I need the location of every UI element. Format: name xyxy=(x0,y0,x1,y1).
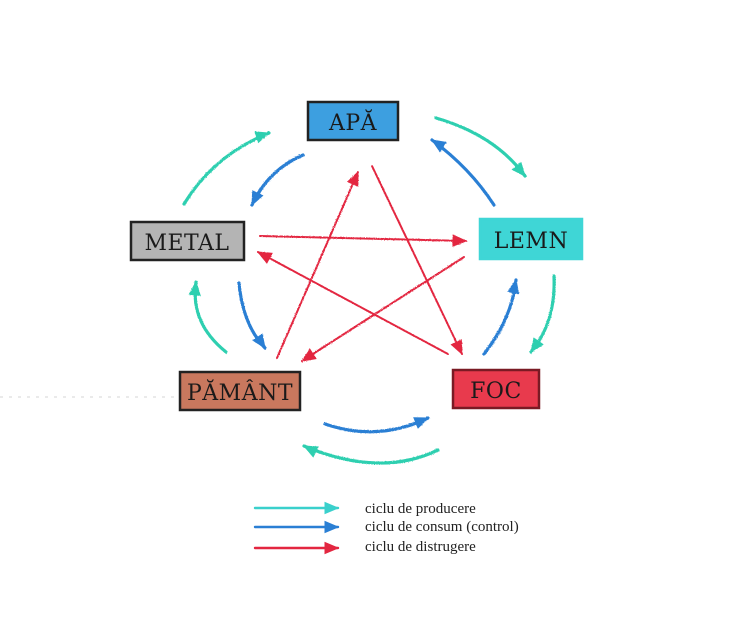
arrow-foc-to-metal-head xyxy=(256,251,273,264)
pamant-label: PĂMÂNT xyxy=(187,379,293,406)
apa-box xyxy=(306,100,400,142)
consumption-cycle-arrows xyxy=(237,138,520,434)
production-cycle-arrows xyxy=(182,116,556,465)
arrow-metal-to-apa-head xyxy=(254,131,271,144)
arrow-pamant-to-apa-head xyxy=(346,170,359,187)
arrow-foc-to-pamant xyxy=(302,444,440,465)
element-box-foc: FOC xyxy=(451,368,541,410)
legend-arrow-consumption xyxy=(253,520,340,534)
arrow-pamant-to-metal-head xyxy=(188,280,201,297)
legend-item-consumption: ciclu de consum (control) xyxy=(253,519,519,535)
element-box-apa: APĂ xyxy=(306,100,400,142)
arrow-pamant-to-foc xyxy=(323,416,430,434)
legend-arrow-destruction xyxy=(253,541,340,555)
element-box-metal: METAL xyxy=(129,220,246,262)
legend-arrow-line-0-head xyxy=(324,501,340,515)
arrow-lemn-to-foc-head xyxy=(530,337,544,354)
apa-label: APĂ xyxy=(328,109,378,136)
arrow-apa-to-foc-head xyxy=(450,339,463,356)
arrow-lemn-to-pamant xyxy=(301,256,465,362)
arrow-lemn-to-apa-head xyxy=(430,139,447,153)
arrow-metal-to-pamant-head xyxy=(252,333,266,350)
foc-label: FOC xyxy=(470,379,522,404)
arrow-foc-to-pamant-head xyxy=(302,445,319,458)
legend-arrow-line-1-head xyxy=(324,520,340,534)
arrow-foc-to-metal xyxy=(257,251,449,355)
legend-item-production: ciclu de producere xyxy=(253,501,476,517)
legend-label-consumption: ciclu de consum (control) xyxy=(365,519,519,535)
arrow-apa-to-lemn-head xyxy=(511,161,526,177)
element-box-lemn: LEMN xyxy=(478,217,584,261)
legend-item-destruction: ciclu de distrugere xyxy=(253,539,476,555)
lemn-label: LEMN xyxy=(494,229,568,254)
element-box-pamant: PĂMÂNT xyxy=(178,370,302,412)
arrow-apa-to-foc xyxy=(371,165,463,355)
metal-label: METAL xyxy=(144,231,229,256)
metal-box xyxy=(129,220,246,262)
arrow-apa-to-metal-head xyxy=(251,190,264,207)
arrow-apa-to-lemn xyxy=(434,116,527,178)
destruction-cycle-arrows xyxy=(256,165,468,362)
legend: ciclu de producere ciclu de consum (cont… xyxy=(253,501,519,555)
arrow-metal-to-lemn xyxy=(259,235,467,242)
pamant-box xyxy=(178,370,302,412)
legend-label-destruction: ciclu de distrugere xyxy=(365,539,476,555)
arrow-lemn-to-pamant-head xyxy=(300,348,317,362)
arrow-foc-to-lemn-head xyxy=(507,278,520,295)
foc-box xyxy=(451,368,541,410)
arrow-pamant-to-foc-head xyxy=(413,417,430,429)
arrow-metal-to-lemn-head xyxy=(452,234,468,247)
arrow-pamant-to-apa xyxy=(276,171,359,359)
lemn-box xyxy=(478,217,584,261)
legend-label-production: ciclu de producere xyxy=(365,501,476,517)
legend-arrow-production xyxy=(253,501,340,515)
legend-arrow-line-2-head xyxy=(324,541,340,555)
